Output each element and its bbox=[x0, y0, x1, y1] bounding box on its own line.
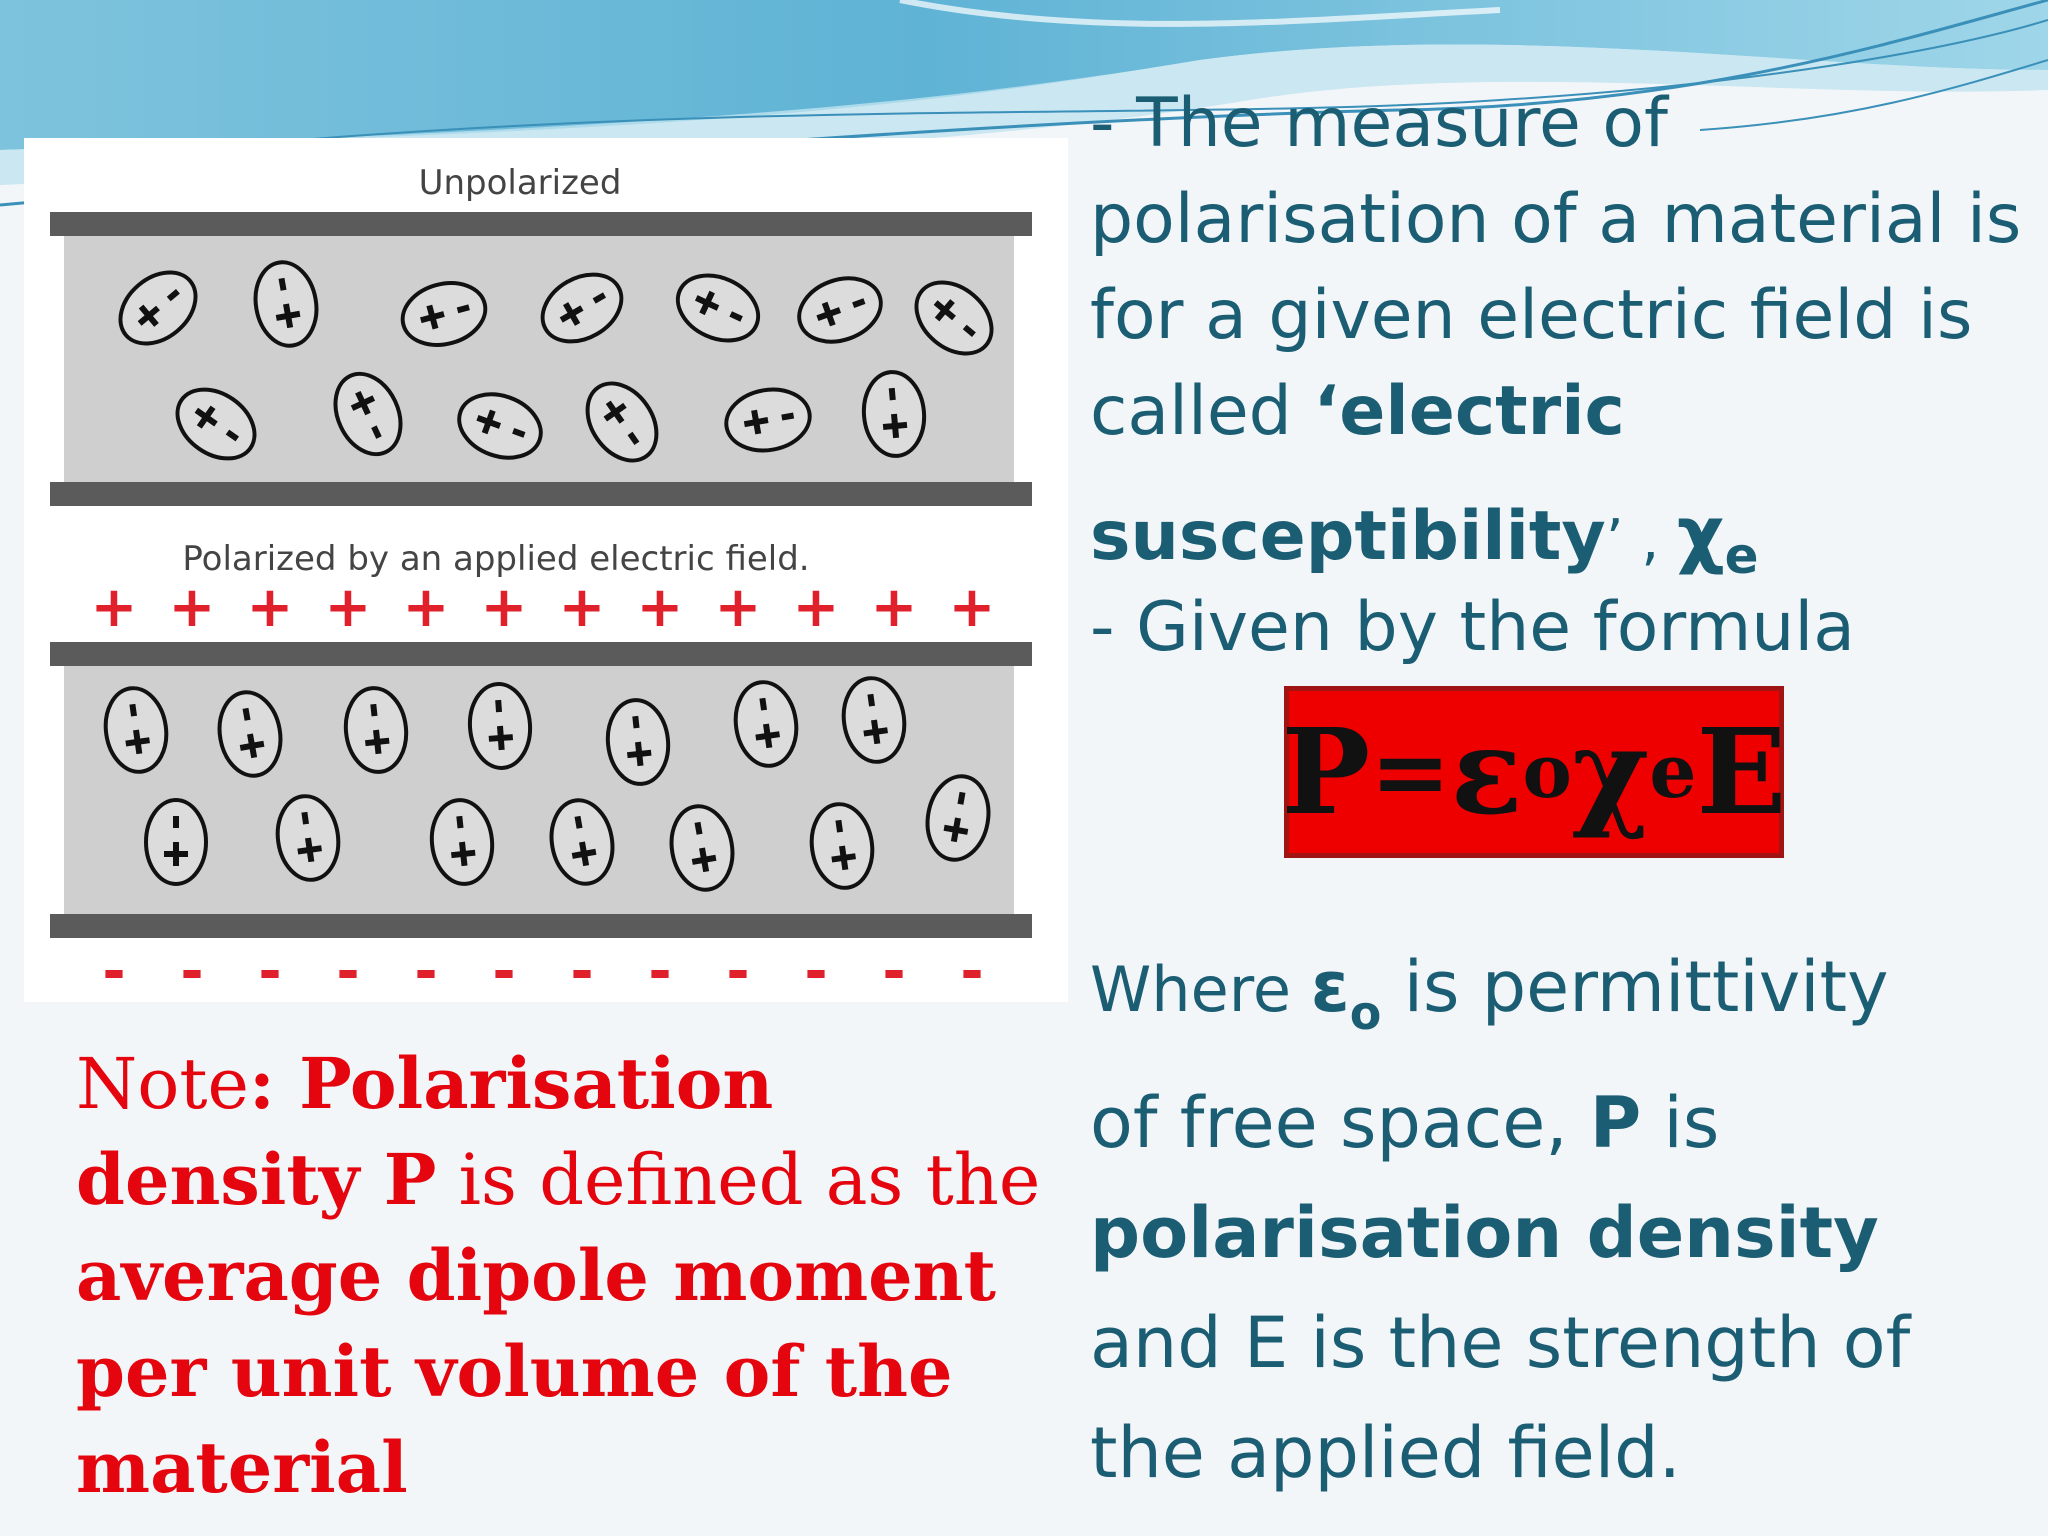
polarized-dipole bbox=[467, 682, 533, 770]
plus-charge: + bbox=[949, 575, 996, 640]
unpolarized-dipole bbox=[585, 381, 659, 463]
where-line-4: and E is the strength of bbox=[1090, 1302, 1911, 1384]
intro-text: - The measure of polarisation of a mater… bbox=[1090, 76, 2021, 460]
note-text: Note: Polarisation density P is defined … bbox=[76, 1036, 1041, 1516]
minus-charge: - bbox=[570, 939, 593, 1002]
polarized-dipoles bbox=[103, 676, 991, 892]
minus-charge: - bbox=[804, 939, 827, 1002]
polarized-dipole bbox=[275, 794, 341, 882]
negative-charges-row: ------------ bbox=[102, 939, 983, 1002]
unpolarized-dipole bbox=[118, 270, 198, 346]
polarized-dipole bbox=[429, 798, 495, 886]
top-plate-upper bbox=[50, 212, 1032, 236]
top-plate-lower bbox=[50, 482, 1032, 506]
unpolarized-dipoles bbox=[118, 260, 994, 463]
minus-charge: - bbox=[180, 939, 203, 1002]
where-line-3: polarisation density bbox=[1090, 1192, 1879, 1274]
plus-charge: + bbox=[793, 575, 840, 640]
unpolarized-dipole bbox=[175, 387, 257, 461]
electric-term: ‘electric bbox=[1313, 372, 1625, 451]
unpolarized-dipole bbox=[675, 273, 761, 343]
plus-charge: + bbox=[91, 575, 138, 640]
minus-charge: - bbox=[726, 939, 749, 1002]
minus-charge: - bbox=[492, 939, 515, 1002]
intro-line-3: for a given electric field is bbox=[1090, 276, 1973, 355]
unpolarized-dipole bbox=[797, 276, 883, 344]
where-line-2: of free space, P is bbox=[1090, 1082, 1720, 1164]
minus-charge: - bbox=[648, 939, 671, 1002]
plus-charge: + bbox=[169, 575, 216, 640]
polarized-dipole bbox=[144, 798, 208, 886]
unpolarized-dipole bbox=[914, 280, 994, 356]
note-line-3: average dipole moment bbox=[76, 1234, 996, 1317]
unpolarized-dipole bbox=[400, 281, 488, 347]
where-line-1: Where εo is permittivity bbox=[1090, 946, 1889, 1040]
polarized-caption: Polarized by an applied electric field. bbox=[182, 539, 809, 579]
susceptibility-line: susceptibility’ , χe bbox=[1090, 491, 1759, 585]
chi-symbol: χe bbox=[1676, 491, 1759, 585]
unpolarized-dipole bbox=[861, 370, 927, 458]
polarized-dipole bbox=[217, 690, 283, 778]
minus-charge: - bbox=[258, 939, 281, 1002]
intro-line-4: called ‘electric bbox=[1090, 372, 1625, 451]
note-line-1: Note: Polarisation bbox=[76, 1042, 774, 1125]
susceptibility-term: susceptibility bbox=[1090, 497, 1606, 576]
polarized-dipole bbox=[103, 686, 169, 774]
plus-charge: + bbox=[481, 575, 528, 640]
plus-charge: + bbox=[715, 575, 762, 640]
unpolarized-caption: Unpolarized bbox=[419, 163, 622, 203]
plus-charge: + bbox=[559, 575, 606, 640]
positive-charges-row: + + + + + + + + + + + + bbox=[91, 575, 996, 640]
note-line-2: density P is defined as the bbox=[76, 1138, 1041, 1221]
plus-charge: + bbox=[871, 575, 918, 640]
intro-line-2: polarisation of a material is bbox=[1090, 180, 2022, 259]
polarized-dipole bbox=[343, 686, 409, 774]
note-line-4: per unit volume of the bbox=[76, 1330, 953, 1413]
plus-charge: + bbox=[637, 575, 684, 640]
minus-charge: - bbox=[336, 939, 359, 1002]
polarized-dipole bbox=[733, 680, 799, 768]
unpolarized-dipole bbox=[724, 387, 812, 453]
bottom-plate-upper bbox=[50, 642, 1032, 666]
minus-charge: - bbox=[414, 939, 437, 1002]
where-explanation: Where εo is permittivity of free space, … bbox=[1090, 932, 1910, 1508]
polarized-dipole bbox=[841, 676, 907, 764]
where-line-5: the applied field. bbox=[1090, 1412, 1681, 1494]
unpolarized-dipole bbox=[333, 371, 403, 457]
minus-charge: - bbox=[102, 939, 125, 1002]
unpolarized-dipole bbox=[540, 272, 624, 344]
unpolarized-dipole bbox=[457, 392, 543, 460]
plus-charge: + bbox=[325, 575, 372, 640]
minus-charge: - bbox=[960, 939, 983, 1002]
polarized-dipole bbox=[925, 774, 991, 862]
polarized-dipole bbox=[669, 804, 735, 892]
plus-charge: + bbox=[247, 575, 294, 640]
polarization-diagram: Unpolarized Polarized by an applied elec… bbox=[24, 138, 1068, 1002]
unpolarized-dipole bbox=[253, 260, 319, 348]
plus-charge: + bbox=[403, 575, 450, 640]
given-by-formula-text: - Given by the formula bbox=[1090, 588, 1855, 667]
note-line-5: material bbox=[76, 1426, 408, 1509]
intro-line-1: - The measure of bbox=[1090, 84, 1668, 163]
polarized-dipole bbox=[605, 698, 671, 786]
polarized-dipole bbox=[809, 802, 875, 890]
polarized-dipole bbox=[549, 798, 615, 886]
minus-charge: - bbox=[882, 939, 905, 1002]
bottom-plate-lower bbox=[50, 914, 1032, 938]
